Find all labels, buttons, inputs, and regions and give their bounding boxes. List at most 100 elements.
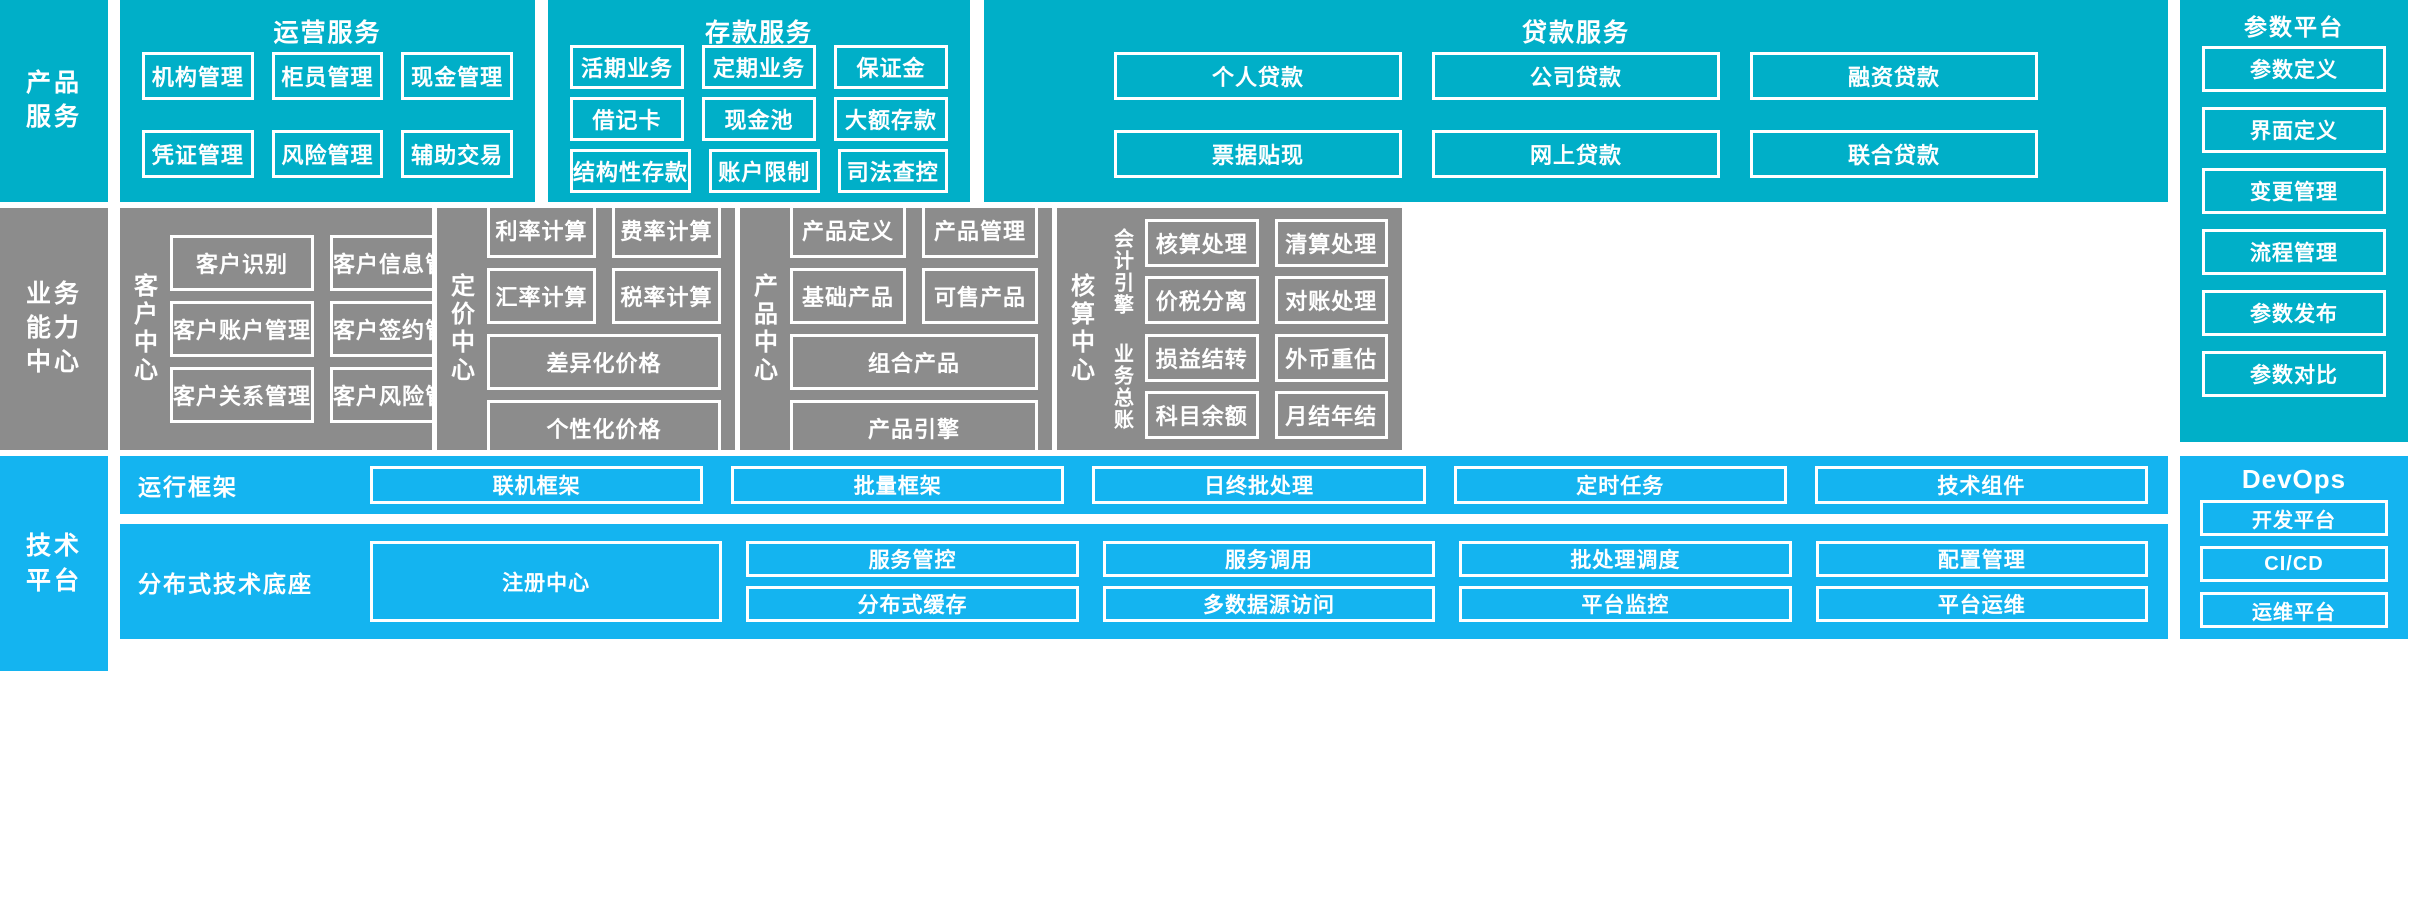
tile-devops-0[interactable]: 开发平台: [2200, 500, 2388, 536]
tile-registry-center[interactable]: 注册中心: [370, 541, 723, 622]
tile-devops-2[interactable]: 运维平台: [2200, 592, 2388, 628]
tile-accounting-l-0-0[interactable]: 损益结转: [1145, 334, 1259, 382]
product-row-2: 组合产品: [790, 334, 1038, 390]
tile-deposit-8[interactable]: 司法查控: [837, 149, 948, 193]
tile-base-1-1[interactable]: 多数据源访问: [1102, 586, 1436, 622]
panel-operations-service: 运营服务 机构管理 柜员管理 现金管理 凭证管理 风险管理 辅助交易: [120, 0, 535, 202]
product-row-3: 产品引擎: [790, 400, 1038, 456]
tile-loan-1[interactable]: 公司贷款: [1432, 52, 1720, 100]
tile-param-1[interactable]: 界面定义: [2202, 107, 2386, 153]
panel-parameter-platform: 参数平台 参数定义 界面定义 变更管理 流程管理 参数发布 参数对比: [2180, 0, 2408, 442]
tile-accounting-l-1-0[interactable]: 科目余额: [1145, 391, 1259, 439]
devops-list: 开发平台 CI/CD 运维平台: [2200, 500, 2388, 628]
accounting-engine-row-0: 核算处理 清算处理: [1145, 219, 1388, 267]
band-run-framework: 运行框架 联机框架 批量框架 日终批处理 定时任务 技术组件: [120, 456, 2168, 514]
tile-loan-5[interactable]: 联合贷款: [1750, 130, 2038, 178]
tile-product-0-1[interactable]: 产品管理: [922, 202, 1038, 258]
center-label-pricing: 定价中心: [446, 273, 474, 385]
tile-pricing-2-0[interactable]: 差异化价格: [487, 334, 721, 390]
panel-title-operations: 运营服务: [273, 19, 382, 47]
tile-operations-0[interactable]: 机构管理: [142, 52, 254, 100]
tile-pricing-1-0[interactable]: 汇率计算: [487, 268, 596, 324]
tile-deposit-6[interactable]: 结构性存款: [570, 149, 692, 193]
deposit-tiles-row1: 活期业务 定期业务 保证金: [548, 45, 970, 89]
tile-pricing-0-0[interactable]: 利率计算: [487, 202, 596, 258]
tile-customer-2-0[interactable]: 客户关系管理: [170, 367, 315, 423]
tile-deposit-5[interactable]: 大额存款: [834, 97, 948, 141]
tile-base-2-1[interactable]: 平台监控: [1459, 586, 1792, 622]
tile-operations-2[interactable]: 现金管理: [401, 52, 513, 100]
business-capability-row: 业务 能力 中心 客户中心 客户识别 客户信息管理 客户账户管理 客户签约管理 …: [0, 202, 2423, 456]
tile-loan-2[interactable]: 融资贷款: [1750, 52, 2038, 100]
tile-product-3-0[interactable]: 产品引擎: [790, 400, 1038, 456]
tile-run-0[interactable]: 联机框架: [370, 466, 704, 504]
tile-loan-4[interactable]: 网上贷款: [1432, 130, 1720, 178]
tile-run-2[interactable]: 日终批处理: [1092, 466, 1426, 504]
tile-accounting-e-0-0[interactable]: 核算处理: [1145, 219, 1259, 267]
tile-customer-0-0[interactable]: 客户识别: [170, 235, 315, 291]
tile-loan-0[interactable]: 个人贷款: [1114, 52, 1402, 100]
tile-product-1-1[interactable]: 可售产品: [922, 268, 1038, 324]
tile-pricing-0-1[interactable]: 费率计算: [612, 202, 721, 258]
tile-deposit-7[interactable]: 账户限制: [709, 149, 820, 193]
tile-run-4[interactable]: 技术组件: [1814, 466, 2149, 504]
deposit-tiles-row2: 借记卡 现金池 大额存款: [548, 97, 970, 141]
tile-product-1-0[interactable]: 基础产品: [790, 268, 906, 324]
band-label-distributed-base: 分布式技术底座: [138, 570, 313, 597]
tile-operations-5[interactable]: 辅助交易: [401, 130, 513, 178]
tile-deposit-4[interactable]: 现金池: [702, 97, 816, 141]
customer-row-0: 客户识别 客户信息管理: [170, 235, 475, 291]
tile-run-1[interactable]: 批量框架: [731, 466, 1065, 504]
tile-deposit-1[interactable]: 定期业务: [702, 45, 816, 89]
tile-accounting-l-1-1[interactable]: 月结年结: [1274, 391, 1388, 439]
tile-base-0-1[interactable]: 分布式缓存: [746, 586, 1079, 622]
product-services-row: 产品 服务 运营服务 机构管理 柜员管理 现金管理 凭证管理 风险管理 辅助交易…: [0, 0, 2423, 442]
tile-base-3-1[interactable]: 平台运维: [1815, 586, 2148, 622]
tile-operations-3[interactable]: 凭证管理: [142, 130, 254, 178]
tile-run-3[interactable]: 定时任务: [1453, 466, 1787, 504]
base-column-3: 配置管理 平台运维: [1815, 541, 2148, 622]
panel-title-loan: 贷款服务: [1521, 19, 1630, 47]
tile-accounting-e-0-1[interactable]: 清算处理: [1274, 219, 1388, 267]
accounting-ledger-row-0: 损益结转 外币重估: [1145, 334, 1388, 382]
tile-deposit-2[interactable]: 保证金: [834, 45, 948, 89]
capability-label-line2: 能力: [25, 314, 82, 343]
product-services-label-line2: 服务: [25, 103, 82, 131]
tile-accounting-l-0-1[interactable]: 外币重估: [1274, 334, 1388, 382]
tile-param-5[interactable]: 参数对比: [2202, 351, 2386, 397]
tile-pricing-1-1[interactable]: 税率计算: [612, 268, 721, 324]
tile-devops-1[interactable]: CI/CD: [2200, 546, 2388, 582]
tile-customer-1-0[interactable]: 客户账户管理: [170, 301, 315, 357]
product-services-label-line1: 产品: [25, 69, 82, 98]
tile-param-0[interactable]: 参数定义: [2202, 46, 2386, 92]
tile-param-4[interactable]: 参数发布: [2202, 290, 2386, 336]
tile-deposit-3[interactable]: 借记卡: [570, 97, 684, 141]
center-customer: 客户中心 客户识别 客户信息管理 客户账户管理 客户签约管理 客户关系管理 客户…: [120, 208, 475, 450]
tile-deposit-0[interactable]: 活期业务: [570, 45, 684, 89]
run-framework-cells: 联机框架 批量框架 日终批处理 定时任务 技术组件: [370, 466, 2168, 504]
accounting-segment-label-ledger: 业务总账: [1110, 342, 1133, 431]
pricing-row-3: 个性化价格: [487, 400, 721, 456]
tile-accounting-e-1-1[interactable]: 对账处理: [1274, 276, 1388, 324]
tile-product-0-0[interactable]: 产品定义: [790, 202, 906, 258]
tile-pricing-3-0[interactable]: 个性化价格: [487, 400, 721, 456]
tile-product-2-0[interactable]: 组合产品: [790, 334, 1038, 390]
tile-param-2[interactable]: 变更管理: [2202, 168, 2386, 214]
tile-param-3[interactable]: 流程管理: [2202, 229, 2386, 275]
capability-label-line3: 中心: [25, 347, 82, 376]
tile-accounting-e-1-0[interactable]: 价税分离: [1145, 276, 1259, 324]
tile-loan-3[interactable]: 票据贴现: [1114, 130, 1402, 178]
accounting-engine-grid: 核算处理 清算处理 价税分离 对账处理: [1141, 214, 1402, 329]
tile-base-1-0[interactable]: 服务调用: [1102, 541, 1436, 577]
deposit-tiles-row3: 结构性存款 账户限制 司法查控: [548, 149, 970, 193]
tile-base-3-0[interactable]: 配置管理: [1815, 541, 2148, 577]
tile-base-2-0[interactable]: 批处理调度: [1459, 541, 1792, 577]
tile-operations-4[interactable]: 风险管理: [271, 130, 384, 178]
technical-label-line2: 平台: [25, 566, 82, 595]
accounting-segment-engine: 会计引擎 核算处理 清算处理 价税分离 对账处理: [1103, 214, 1402, 329]
center-product-body: 产品定义 产品管理 基础产品 可售产品 组合产品 产品引擎: [786, 202, 1052, 456]
tile-base-0-0[interactable]: 服务管控: [746, 541, 1079, 577]
base-column-1: 服务调用 多数据源访问: [1102, 541, 1436, 622]
tile-operations-1[interactable]: 柜员管理: [271, 52, 384, 100]
